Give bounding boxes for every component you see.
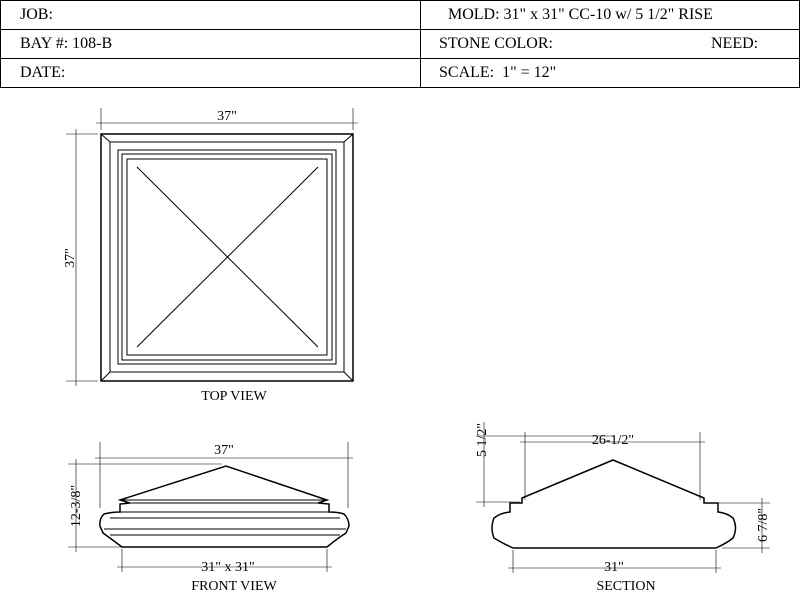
front-view-base-text: 31" x 31" — [201, 560, 254, 575]
top-view-step-inner-edge — [121, 153, 333, 361]
section-top-text: 26-1/2" — [592, 433, 634, 448]
front-view-base-dimension: 31" x 31" — [117, 549, 332, 575]
section-base-text: 31" — [604, 560, 624, 575]
front-view-width-dimension: 37" — [95, 442, 353, 508]
section-rise-dimension: 5 1/2" — [475, 422, 614, 507]
mold-cell: MOLD: 31" x 31" CC-10 w/ 5 1/2" RISE — [420, 0, 800, 30]
top-view-width-text: 37" — [217, 109, 237, 124]
front-view-profile — [99, 465, 350, 548]
top-view: 37" 37" TOP VIEW — [63, 108, 358, 404]
section-view: 5 1/2" 26-1/2" 6 7/8" 31" SECTION — [475, 422, 771, 594]
top-view-height-dimension: 37" — [63, 129, 98, 386]
front-view-height-text: 12-3/8" — [69, 485, 84, 527]
top-view-caption: TOP VIEW — [201, 389, 267, 404]
front-view-width-text: 37" — [214, 443, 234, 458]
stone-color-cell: STONE COLOR: NEED: — [420, 29, 800, 59]
front-view-height-dimension: 12-3/8" — [68, 459, 222, 552]
top-view-ridge-line — [136, 166, 319, 348]
scale-label: SCALE: 1" = 12" — [439, 64, 557, 81]
date-cell: DATE: — [0, 58, 421, 88]
job-label: JOB: — [20, 6, 53, 23]
stone-color-label: STONE COLOR: — [439, 35, 553, 52]
section-side-dimension: 6 7/8" — [706, 498, 771, 553]
section-top-dimension: 26-1/2" — [520, 432, 705, 500]
top-view-bevel-edge — [109, 141, 345, 373]
front-view: 37" 12-3/8" 31" x 31" FRONT VIEW — [68, 442, 353, 594]
front-view-caption: FRONT VIEW — [191, 579, 277, 594]
scale-cell: SCALE: 1" = 12" — [420, 58, 800, 88]
mold-label: MOLD: 31" x 31" CC-10 w/ 5 1/2" RISE — [448, 6, 713, 23]
section-rise-text: 5 1/2" — [475, 423, 490, 457]
bay-label: BAY #: 108-B — [20, 35, 113, 52]
bay-cell: BAY #: 108-B — [0, 29, 421, 59]
section-profile — [491, 459, 737, 549]
section-side-text: 6 7/8" — [756, 508, 771, 542]
top-view-height-text: 37" — [63, 248, 78, 268]
top-view-outer-edge — [100, 133, 354, 382]
title-block: JOB: MOLD: 31" x 31" CC-10 w/ 5 1/2" RIS… — [0, 0, 800, 88]
top-view-width-dimension: 37" — [96, 108, 358, 130]
job-cell: JOB: — [0, 0, 421, 30]
top-view-cap-edge — [126, 158, 328, 356]
section-caption: SECTION — [596, 579, 655, 594]
need-label: NEED: — [711, 35, 759, 52]
top-view-step-edge — [117, 149, 337, 365]
date-label: DATE: — [20, 64, 66, 81]
section-base-dimension: 31" — [508, 550, 721, 575]
